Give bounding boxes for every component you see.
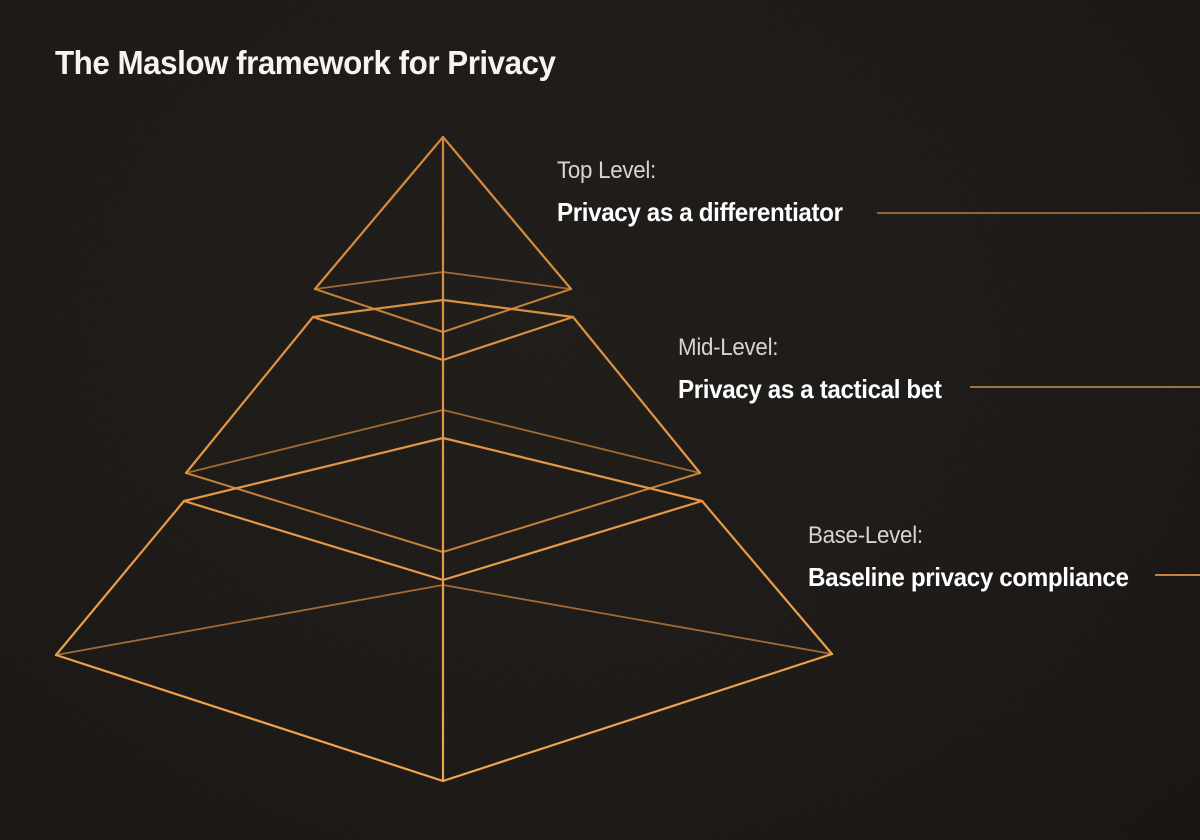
label-top-level-title: Top Level: (557, 157, 656, 184)
label-mid-level-text: Privacy as a tactical bet (678, 374, 942, 404)
slant-edge-5 (700, 499, 834, 656)
slant-edge-0 (313, 135, 445, 291)
label-mid-level-title: Mid-Level: (678, 334, 779, 361)
slant-edge-3 (571, 315, 702, 475)
slant-edge-4 (54, 499, 186, 657)
label-base-level: Base-Level: Baseline privacy compliance (808, 522, 1153, 593)
label-top-level: Top Level: Privacy as a differentiator (557, 157, 864, 228)
leader-line-top (877, 212, 1200, 214)
leader-line-mid (970, 386, 1200, 388)
label-top-level-text: Privacy as a differentiator (557, 197, 843, 227)
label-mid-level: Mid-Level: Privacy as a tactical bet (678, 334, 961, 405)
slant-edge-2 (184, 315, 315, 475)
page-title: The Maslow framework for Privacy (55, 44, 556, 81)
leader-line-base (1155, 574, 1200, 576)
label-base-level-title: Base-Level: (808, 522, 923, 549)
label-base-level-text: Baseline privacy compliance (808, 562, 1129, 592)
slant-edge-1 (441, 135, 573, 291)
